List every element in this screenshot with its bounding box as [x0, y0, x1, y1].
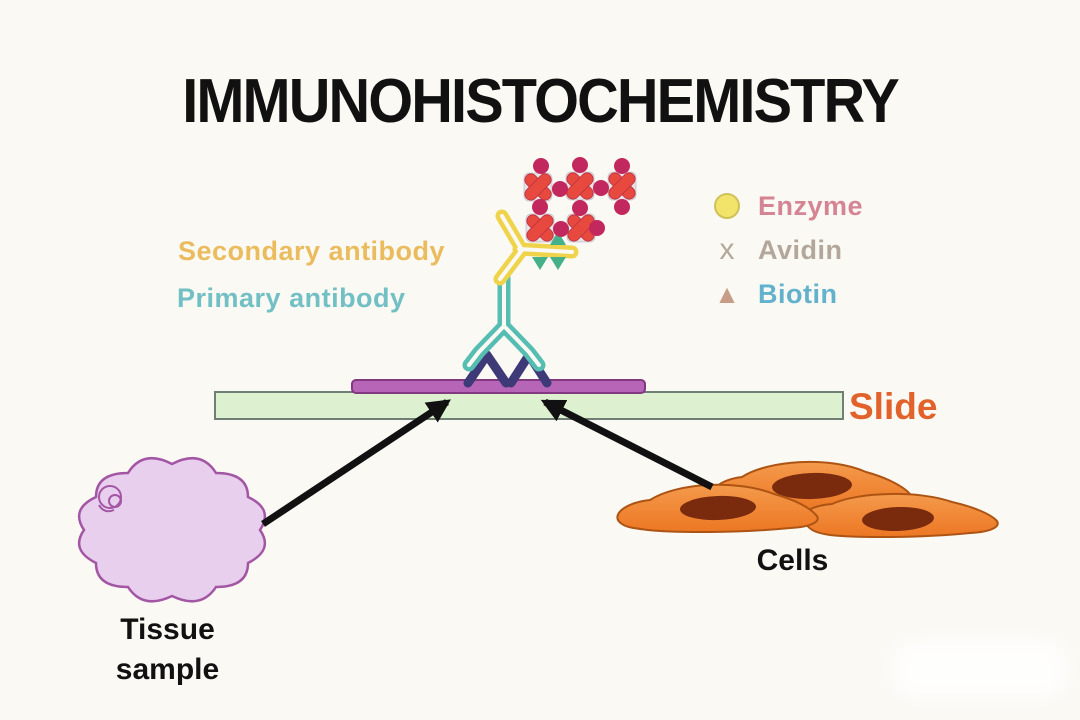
arrows-group — [261, 398, 714, 527]
biotin-marker-box: ▲ — [710, 281, 744, 307]
cell-shape — [801, 493, 999, 539]
biotin-triangle-legend-icon: ▲ — [714, 279, 740, 309]
cells-label: Cells — [756, 544, 829, 577]
legend-row-enzyme: Enzyme — [710, 187, 863, 225]
enzyme-marker-box — [710, 193, 744, 219]
tissue-spiral-icon — [98, 485, 122, 513]
page-title: IMMUNOHISTOCHEMISTRY — [182, 67, 899, 136]
secondary-antibody-label: Secondary antibody — [178, 236, 446, 266]
legend-label-avidin: Avidin — [758, 234, 843, 265]
legend-row-avidin: x Avidin — [710, 231, 843, 269]
biotin-triangle-icons — [532, 231, 566, 270]
cell-shape — [616, 483, 819, 534]
tissue-sample-label-line1: Tissue — [120, 613, 215, 646]
tissue-section-shape — [351, 379, 646, 394]
legend-row-biotin: ▲ Biotin — [710, 275, 837, 313]
cell-nucleus — [772, 472, 852, 500]
legend-label-biotin: Biotin — [758, 278, 838, 309]
cell-nucleus — [862, 506, 934, 532]
cells-group — [616, 460, 999, 539]
tissue-sample-label-line2: sample — [115, 653, 220, 686]
enzyme-dot-icons — [532, 157, 630, 237]
slide-label: Slide — [849, 386, 938, 427]
arrow-tissue-to-slide — [261, 399, 451, 527]
secondary-antibody-icon — [493, 209, 579, 286]
primary-antibody-icon — [462, 271, 546, 372]
cell-nucleus — [680, 495, 756, 521]
slide-shape — [214, 391, 844, 420]
arrow-cells-to-slide — [540, 398, 714, 491]
legend-label-enzyme: Enzyme — [758, 190, 864, 221]
avidin-marker-box: x — [710, 235, 744, 265]
watermark-blur-patch — [890, 638, 1070, 700]
tissue-sample-label: Tissue sample — [85, 610, 250, 690]
enzyme-circle-icon — [714, 193, 740, 219]
tissue-sample-shape — [77, 456, 267, 603]
primary-antibody-label: Primary antibody — [177, 283, 406, 313]
avidin-x-legend-icon: x — [719, 233, 735, 266]
